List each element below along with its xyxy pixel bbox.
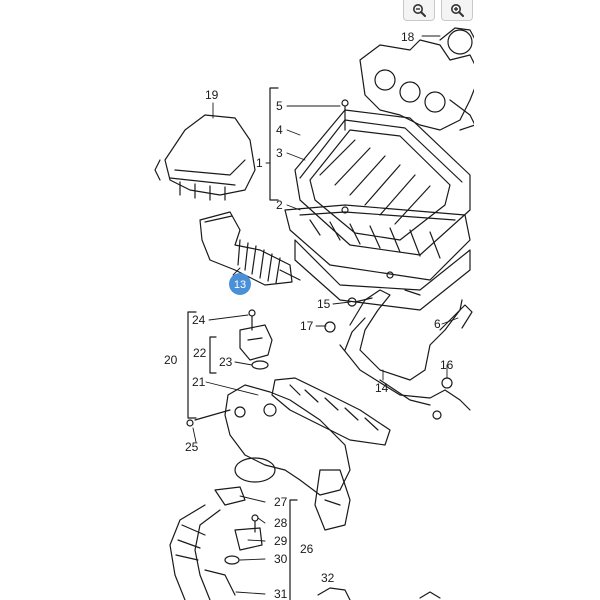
bottom-parts-drawing bbox=[317, 587, 441, 600]
magnifier-plus-icon bbox=[451, 4, 464, 17]
intake-manifold-drawing bbox=[186, 377, 391, 531]
label-28: 28 bbox=[274, 516, 288, 530]
zoom-in-button[interactable] bbox=[441, 0, 473, 21]
intake-hose-drawing bbox=[199, 211, 301, 286]
label-31: 31 bbox=[274, 587, 288, 600]
leader-lines bbox=[192, 35, 459, 595]
label-5: 5 bbox=[276, 99, 283, 113]
label-3: 3 bbox=[276, 146, 283, 160]
label-21: 21 bbox=[192, 375, 206, 389]
label-17: 17 bbox=[300, 319, 314, 333]
group-brackets bbox=[187, 87, 298, 600]
label-26: 26 bbox=[300, 542, 314, 556]
lower-hose-drawing bbox=[169, 486, 263, 600]
right-blank-margin bbox=[474, 0, 600, 600]
label-18: 18 bbox=[401, 30, 415, 44]
label-19: 19 bbox=[205, 88, 219, 102]
label-27: 27 bbox=[274, 495, 288, 509]
label-22: 22 bbox=[193, 346, 207, 360]
label-1: 1 bbox=[256, 156, 263, 170]
label-16: 16 bbox=[440, 358, 454, 372]
sensor-drawing bbox=[239, 309, 273, 370]
zoom-toolbar bbox=[403, 0, 473, 22]
label-15: 15 bbox=[317, 297, 331, 311]
pipe-assembly-drawing bbox=[324, 289, 473, 420]
label-13: 13 bbox=[234, 279, 246, 291]
label-4: 4 bbox=[276, 123, 283, 137]
label-6: 6 bbox=[434, 317, 441, 331]
label-30: 30 bbox=[274, 552, 288, 566]
label-2: 2 bbox=[276, 198, 283, 212]
label-29: 29 bbox=[274, 534, 288, 548]
label-20: 20 bbox=[164, 353, 178, 367]
label-14: 14 bbox=[375, 381, 389, 395]
label-25: 25 bbox=[185, 440, 199, 454]
zoom-out-button[interactable] bbox=[403, 0, 435, 21]
highlight-callout[interactable] bbox=[229, 273, 251, 295]
turbo-manifold-drawing bbox=[359, 27, 481, 131]
magnifier-minus-icon bbox=[413, 4, 426, 17]
label-24: 24 bbox=[192, 313, 206, 327]
air-guide-drawing bbox=[154, 114, 256, 201]
label-32: 32 bbox=[321, 571, 335, 585]
label-23: 23 bbox=[219, 355, 233, 369]
air-filter-housing-drawing bbox=[284, 99, 471, 311]
